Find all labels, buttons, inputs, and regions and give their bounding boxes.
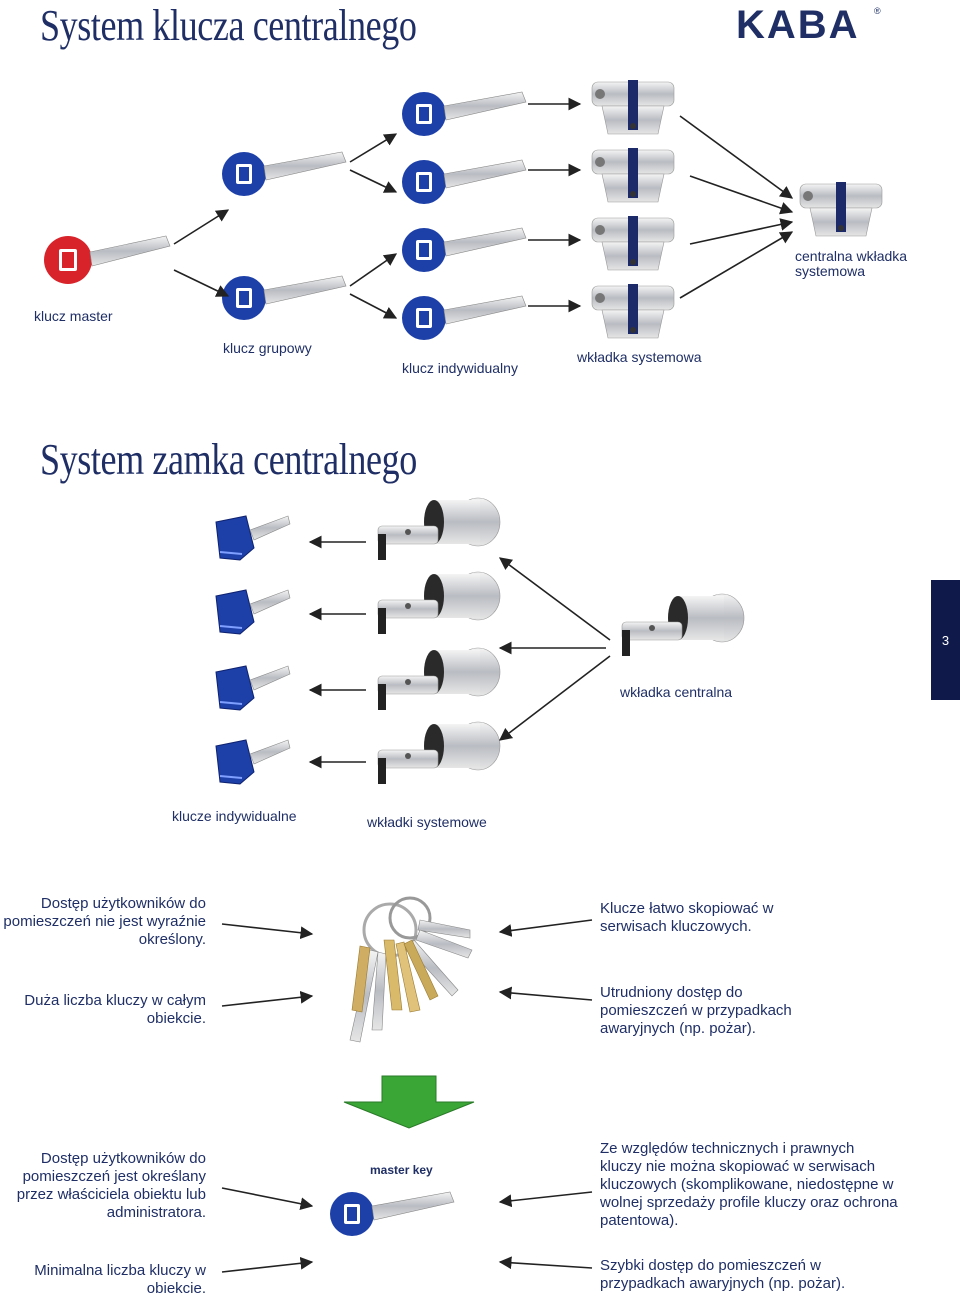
advantage-text: Minimalna liczba kluczy w obiekcie. <box>0 1262 206 1298</box>
text-line: Dostęp użytkowników do <box>40 895 206 912</box>
label-central-cylinder: wkładka centralna <box>620 684 733 700</box>
system-cylinder-image <box>377 497 501 561</box>
master-key-image <box>43 235 171 285</box>
individual-key-fob-image <box>215 665 291 711</box>
text-line: awaryjnych (np. pożar). <box>600 1020 756 1037</box>
group-key-image <box>221 275 347 321</box>
text-line: patentowa). <box>600 1212 679 1229</box>
advantage-text: Ze względów technicznych i prawnych kluc… <box>600 1140 940 1230</box>
text-line: określony. <box>138 931 206 948</box>
label-group-key: klucz grupowy <box>223 340 312 356</box>
advantage-text: Dostęp użytkowników do pomieszczeń jest … <box>0 1150 206 1222</box>
individual-key-image <box>401 159 527 205</box>
system-cylinder-image <box>591 147 675 203</box>
text-line: Klucze łatwo skopiować w <box>600 900 774 917</box>
individual-key-fob-image <box>215 515 291 561</box>
text-line: pomieszczeń jest określany <box>22 1168 206 1185</box>
key-bunch-image <box>349 896 473 1043</box>
system-cylinder-image <box>591 283 675 339</box>
page-title-central-lock: System zamka centralnego <box>40 435 417 484</box>
text-line: pomieszczeń w przypadkach <box>600 1002 792 1019</box>
text-line: Minimalna liczba kluczy w <box>34 1262 206 1279</box>
text-line: wolnej sprzedaży profile kluczy oraz och… <box>600 1194 898 1211</box>
master-key-image <box>329 1191 455 1237</box>
disadvantage-text: Dostęp użytkowników do pomieszczeń nie j… <box>0 895 206 949</box>
label-system-cylinders: wkładki systemowe <box>367 814 487 830</box>
label-individual-key: klucz indywidualny <box>402 360 518 376</box>
individual-key-fob-image <box>215 589 291 635</box>
label-individual-keys: klucze indywidualne <box>172 808 297 824</box>
text-line: Szybki dostęp do pomieszczeń w <box>600 1257 821 1274</box>
label-central-cylinder-line: centralna wkładka <box>795 248 908 264</box>
individual-key-image <box>401 227 527 273</box>
text-line: kluczy nie można skopiować w serwisach <box>600 1158 876 1175</box>
system-cylinder-image <box>377 647 501 711</box>
system-cylinder-image <box>591 215 675 271</box>
text-line: kluczowych (skomplikowane, niedostępne w <box>600 1176 894 1193</box>
text-line: Ze względów technicznych i prawnych <box>600 1140 855 1157</box>
text-line: przez właściciela obiektu lub <box>16 1186 206 1203</box>
text-line: przypadkach awaryjnych (np. pożar). <box>600 1275 846 1292</box>
text-line: obiekcie. <box>146 1280 206 1297</box>
page-number-tab: 3 <box>931 580 960 700</box>
individual-key-image <box>401 91 527 137</box>
page-title-central-key: System klucza centralnego <box>40 1 417 50</box>
logo-text: KABA <box>736 4 860 44</box>
group-key-image <box>221 151 347 197</box>
label-master-key: klucz master <box>34 308 113 324</box>
master-key-label: master key <box>370 1163 433 1177</box>
kaba-logo: KABA ® <box>736 3 886 47</box>
label-central-cylinder: centralna wkładka systemowa <box>795 249 907 279</box>
text-line: Utrudniony dostęp do <box>600 984 743 1001</box>
disadvantage-text: Duża liczba kluczy w całym obiekcie. <box>0 992 206 1028</box>
individual-key-image <box>401 295 527 341</box>
label-central-cylinder-line: systemowa <box>795 263 866 279</box>
label-system-cylinder: wkładka systemowa <box>577 349 702 365</box>
text-line: Dostęp użytkowników do <box>40 1150 206 1167</box>
logo-registered: ® <box>874 6 881 16</box>
central-cylinder-image <box>799 181 883 237</box>
text-line: serwisach kluczowych. <box>600 918 752 935</box>
system-cylinder-image <box>377 721 501 785</box>
text-line: obiekcie. <box>146 1010 206 1027</box>
central-cylinder-image <box>621 593 745 657</box>
disadvantage-text: Klucze łatwo skopiować w serwisach klucz… <box>600 900 920 936</box>
system-cylinder-image <box>591 79 675 135</box>
text-line: administratora. <box>106 1204 206 1221</box>
disadvantage-text: Utrudniony dostęp do pomieszczeń w przyp… <box>600 984 920 1038</box>
green-down-arrow <box>343 1075 475 1129</box>
individual-key-fob-image <box>215 739 291 785</box>
text-line: Duża liczba kluczy w całym <box>24 992 206 1009</box>
system-cylinder-image <box>377 571 501 635</box>
advantage-text: Szybki dostęp do pomieszczeń w przypadka… <box>600 1257 940 1293</box>
text-line: pomieszczeń nie jest wyraźnie <box>3 913 206 930</box>
page-number: 3 <box>941 632 950 648</box>
